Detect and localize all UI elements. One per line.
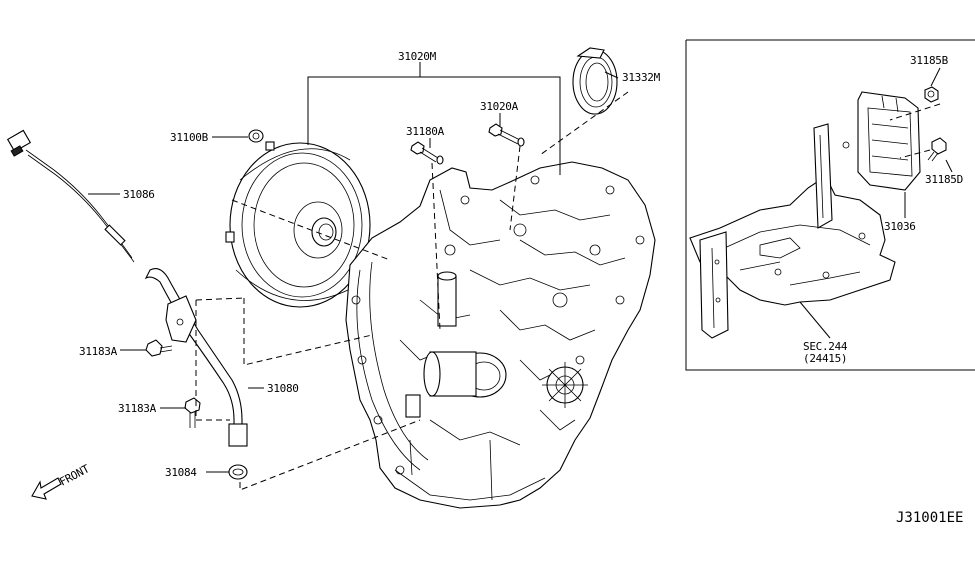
label-31020a: 31020A bbox=[480, 100, 519, 113]
label-31183a-bottom: 31183A bbox=[118, 402, 157, 415]
label-31084: 31084 bbox=[165, 466, 197, 479]
label-31020m: 31020M bbox=[398, 50, 437, 63]
transaxle-body-illustration bbox=[345, 161, 656, 509]
label-sec-sub: (24415) bbox=[803, 352, 847, 365]
torque-converter-illustration bbox=[225, 141, 371, 308]
bolt-31180a-illustration bbox=[410, 141, 444, 165]
diagram-id: J31001EE bbox=[896, 510, 963, 526]
label-31332m: 31332M bbox=[622, 71, 661, 84]
bracket-assembly-illustration bbox=[689, 91, 921, 339]
leader-lines bbox=[88, 62, 953, 473]
label-front: FRONT bbox=[57, 462, 92, 489]
label-31080: 31080 bbox=[267, 382, 299, 395]
label-31185b: 31185B bbox=[910, 54, 949, 67]
nut-31185b-illustration bbox=[924, 86, 939, 103]
label-sec-244: SEC.244 bbox=[803, 340, 848, 353]
charging-pipe-illustration bbox=[144, 268, 248, 447]
front-direction-arrow bbox=[31, 477, 62, 500]
harness-illustration bbox=[6, 129, 135, 263]
o-ring-illustration bbox=[228, 464, 248, 480]
label-31180a: 31180A bbox=[406, 125, 445, 138]
label-31183a-top: 31183A bbox=[79, 345, 118, 358]
bolt-31183a-bottom-illustration bbox=[184, 397, 201, 428]
bolt-31185d-illustration bbox=[927, 137, 947, 162]
seal-ring-illustration bbox=[572, 47, 618, 115]
label-31086: 31086 bbox=[123, 188, 155, 201]
label-31100b: 31100B bbox=[170, 131, 209, 144]
bolt-31020a-illustration bbox=[488, 123, 525, 147]
alignment-lines bbox=[195, 91, 941, 491]
label-31036: 31036 bbox=[884, 220, 916, 233]
converter-bolt-illustration bbox=[248, 129, 264, 143]
label-31185d: 31185D bbox=[925, 173, 963, 186]
inset-panel bbox=[685, 39, 975, 371]
bolt-31183a-top-illustration bbox=[145, 339, 173, 357]
